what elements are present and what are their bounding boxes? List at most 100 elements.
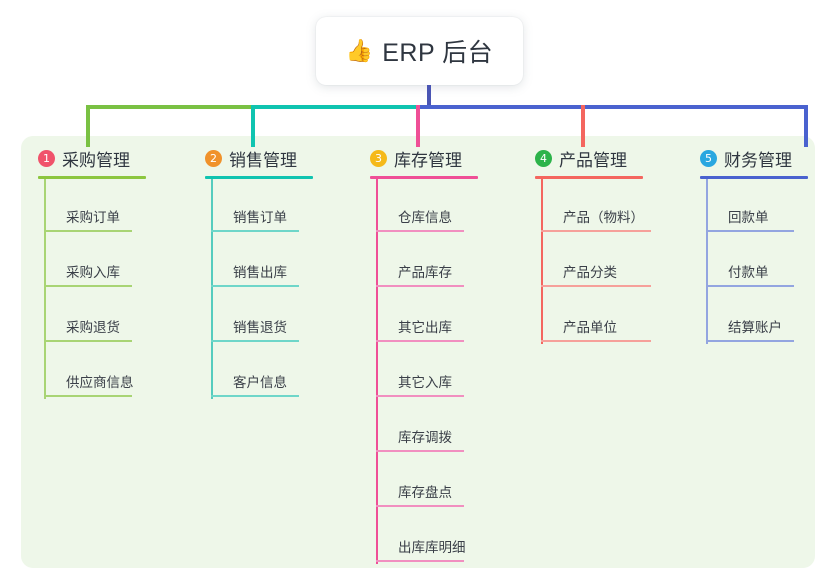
- branch-column-2: 2 销售管理销售订单销售出库销售退货客户信息: [205, 146, 313, 399]
- branch-title-label: 采购管理: [62, 150, 130, 170]
- leaf-node-rule: [211, 395, 299, 397]
- leaf-node[interactable]: 出库库明细: [370, 509, 478, 564]
- leaf-node-rule: [541, 230, 651, 232]
- leaf-node-label: 采购退货: [66, 320, 120, 335]
- leaf-node[interactable]: 产品（物料）: [535, 179, 651, 234]
- leaf-node-rule: [44, 230, 132, 232]
- leaf-node[interactable]: 供应商信息: [38, 344, 146, 399]
- branch-spine-connector: [211, 179, 213, 399]
- leaf-node-rule: [376, 505, 464, 507]
- branch-header-rule: [700, 176, 808, 179]
- branch-spine-connector: [706, 179, 708, 344]
- branch-header-2[interactable]: 2 销售管理: [205, 146, 313, 170]
- branch-leaf-list: 销售订单销售出库销售退货客户信息: [205, 179, 313, 399]
- branch-drop-connector-2: [251, 105, 255, 147]
- leaf-node-label: 其它出库: [398, 320, 452, 335]
- branch-title-label: 库存管理: [394, 150, 462, 170]
- leaf-node-label: 产品分类: [563, 265, 617, 280]
- leaf-node[interactable]: 客户信息: [205, 344, 313, 399]
- branch-title-label: 销售管理: [229, 150, 297, 170]
- leaf-node-label: 客户信息: [233, 375, 287, 390]
- leaf-node-rule: [376, 450, 464, 452]
- leaf-node[interactable]: 付款单: [700, 234, 808, 289]
- leaf-node-rule: [706, 230, 794, 232]
- leaf-node-label: 销售出库: [233, 265, 287, 280]
- branch-number-badge: 3: [370, 149, 387, 167]
- leaf-node-rule: [706, 340, 794, 342]
- leaf-node-rule: [541, 340, 651, 342]
- branch-drop-connector-3: [416, 105, 420, 147]
- branch-header-rule: [205, 176, 313, 179]
- branch-leaf-list: 仓库信息产品库存其它出库其它入库库存调拨库存盘点出库库明细: [370, 179, 478, 564]
- leaf-node[interactable]: 产品单位: [535, 289, 651, 344]
- branch-title-label: 产品管理: [559, 150, 627, 170]
- leaf-node[interactable]: 库存盘点: [370, 454, 478, 509]
- branch-drop-connector-1: [86, 105, 90, 147]
- diagram-panel-background: [21, 136, 815, 568]
- leaf-node-rule: [211, 285, 299, 287]
- leaf-node-rule: [376, 285, 464, 287]
- leaf-node-rule: [376, 230, 464, 232]
- leaf-node-rule: [44, 395, 132, 397]
- leaf-node[interactable]: 回款单: [700, 179, 808, 234]
- branch-header-rule: [38, 176, 146, 179]
- leaf-node[interactable]: 其它入库: [370, 344, 478, 399]
- branch-header-1[interactable]: 1 采购管理: [38, 146, 146, 170]
- root-node-title: ERP 后台: [382, 39, 494, 67]
- branch-drop-connector-4: [581, 105, 585, 147]
- branch-spine-connector: [541, 179, 543, 344]
- leaf-node[interactable]: 库存调拨: [370, 399, 478, 454]
- leaf-node-label: 仓库信息: [398, 210, 452, 225]
- leaf-node-rule: [211, 340, 299, 342]
- leaf-node-label: 其它入库: [398, 375, 452, 390]
- leaf-node-label: 产品库存: [398, 265, 452, 280]
- leaf-node-rule: [376, 395, 464, 397]
- leaf-node[interactable]: 产品分类: [535, 234, 651, 289]
- thumbs-up-icon: 👍: [345, 38, 374, 63]
- branch-header-4[interactable]: 4 产品管理: [535, 146, 643, 170]
- leaf-node-label: 供应商信息: [66, 375, 134, 390]
- leaf-node[interactable]: 采购退货: [38, 289, 146, 344]
- leaf-node[interactable]: 销售出库: [205, 234, 313, 289]
- leaf-node-label: 出库库明细: [398, 540, 466, 555]
- branch-leaf-list: 产品（物料） 产品分类产品单位: [535, 179, 651, 344]
- leaf-node[interactable]: 销售订单: [205, 179, 313, 234]
- bus-segment-3: [416, 105, 806, 109]
- leaf-node[interactable]: 采购入库: [38, 234, 146, 289]
- branch-column-4: 4 产品管理产品（物料） 产品分类产品单位: [535, 146, 651, 344]
- leaf-node-rule: [706, 285, 794, 287]
- leaf-node-label: 库存调拨: [398, 430, 452, 445]
- branch-spine-connector: [44, 179, 46, 399]
- leaf-node-label: 回款单: [728, 210, 769, 225]
- root-node-card[interactable]: 👍 ERP 后台: [316, 17, 523, 85]
- leaf-node[interactable]: 仓库信息: [370, 179, 478, 234]
- leaf-node-label: 结算账户: [728, 320, 782, 335]
- leaf-node[interactable]: 其它出库: [370, 289, 478, 344]
- branch-header-3[interactable]: 3 库存管理: [370, 146, 478, 170]
- leaf-node-rule: [541, 285, 651, 287]
- branch-number-badge: 1: [38, 149, 55, 167]
- leaf-node-label: 销售退货: [233, 320, 287, 335]
- leaf-node[interactable]: 销售退货: [205, 289, 313, 344]
- bus-segment-2: [251, 105, 416, 109]
- leaf-node[interactable]: 产品库存: [370, 234, 478, 289]
- leaf-node-rule: [211, 230, 299, 232]
- branch-leaf-list: 采购订单采购入库采购退货供应商信息: [38, 179, 146, 399]
- leaf-node[interactable]: 采购订单: [38, 179, 146, 234]
- branch-number-badge: 5: [700, 149, 717, 167]
- leaf-node-label: 采购入库: [66, 265, 120, 280]
- root-stem-connector: [427, 85, 431, 107]
- leaf-node-label: 产品单位: [563, 320, 617, 335]
- branch-number-badge: 4: [535, 149, 552, 167]
- leaf-node[interactable]: 结算账户: [700, 289, 808, 344]
- leaf-node-rule: [44, 340, 132, 342]
- leaf-node-label: 产品（物料）: [563, 210, 644, 225]
- branch-column-3: 3 库存管理仓库信息产品库存其它出库其它入库库存调拨库存盘点出库库明细: [370, 146, 478, 564]
- branch-spine-connector: [376, 179, 378, 564]
- branch-header-rule: [535, 176, 643, 179]
- branch-number-badge: 2: [205, 149, 222, 167]
- leaf-node-label: 库存盘点: [398, 485, 452, 500]
- leaf-node-label: 采购订单: [66, 210, 120, 225]
